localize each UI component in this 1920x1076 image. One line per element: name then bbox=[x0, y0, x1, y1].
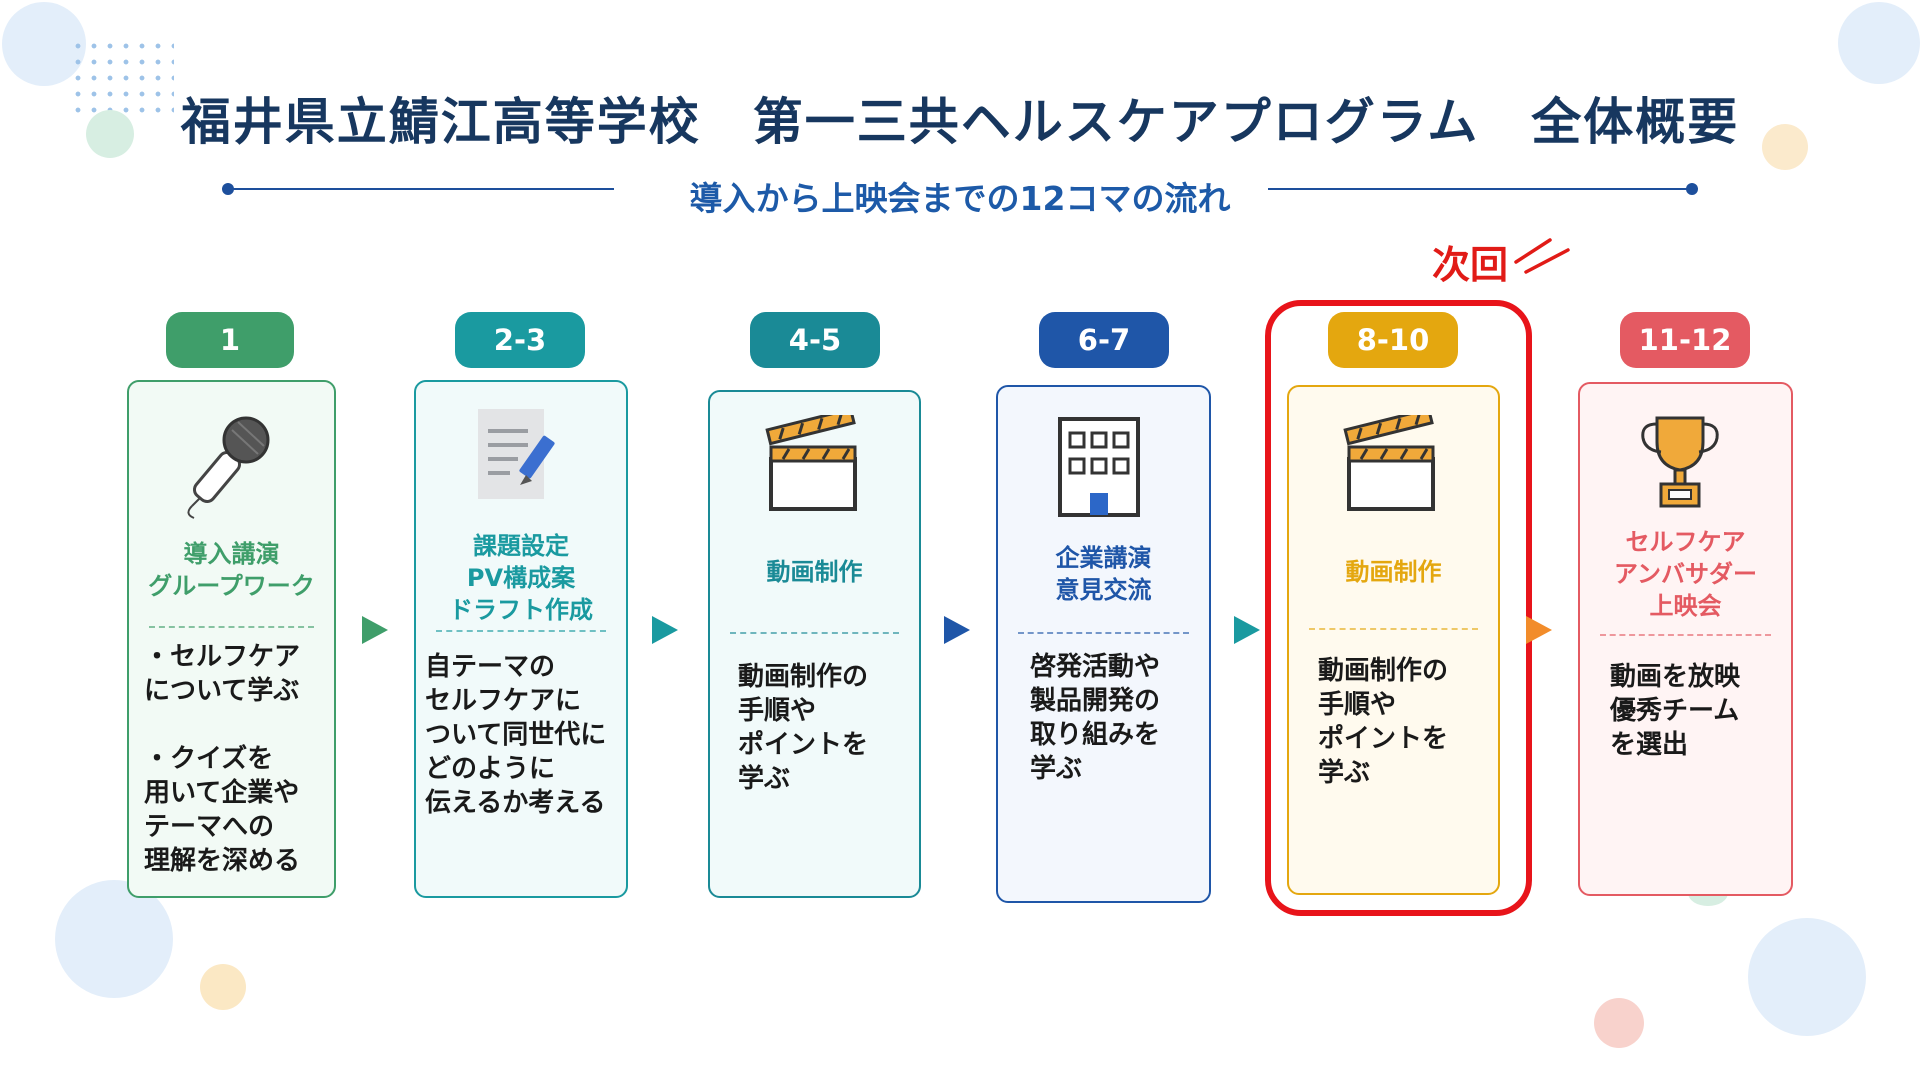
session-badge: 2-3 bbox=[455, 312, 585, 368]
step-description: ・セルフケア について学ぶ ・クイズを 用いて企業や テーマへの 理解を深める bbox=[144, 642, 301, 876]
next-session-label: 次回 bbox=[1431, 243, 1508, 287]
clapperboard-icon bbox=[1343, 407, 1439, 519]
trophy-icon bbox=[1635, 408, 1725, 516]
flow-arrow-icon bbox=[362, 616, 388, 644]
step-description: 自テーマの セルフケアに ついて同世代に どのように 伝えるか考える bbox=[425, 652, 607, 818]
decor-circle bbox=[1838, 2, 1920, 84]
decor-circle bbox=[86, 110, 134, 158]
subtitle-line-dot bbox=[1686, 183, 1698, 195]
decor-circle bbox=[1594, 998, 1644, 1048]
decor-circle bbox=[55, 880, 173, 998]
session-badge: 1 bbox=[166, 312, 294, 368]
clapperboard-icon bbox=[765, 407, 861, 519]
step-description: 動画を放映 優秀チーム を選出 bbox=[1610, 662, 1741, 760]
emphasis-lines-icon bbox=[1514, 238, 1570, 274]
step-divider bbox=[730, 632, 899, 634]
decor-dot-grid bbox=[70, 38, 174, 122]
step-title: 動画制作 bbox=[1345, 558, 1442, 586]
session-badge: 4-5 bbox=[750, 312, 880, 368]
step-title: 導入講演 グループワーク bbox=[148, 540, 315, 600]
next-session-highlight bbox=[1265, 300, 1532, 916]
microphone-icon bbox=[180, 410, 280, 524]
decor-circle bbox=[1762, 124, 1808, 170]
step-description: 動画制作の 手順や ポイントを 学ぶ bbox=[738, 662, 869, 794]
step-divider bbox=[149, 626, 314, 628]
flow-arrow-icon bbox=[1234, 616, 1260, 644]
step-description: 啓発活動や 製品開発の 取り組みを 学ぶ bbox=[1030, 652, 1161, 784]
step-title: 動画制作 bbox=[766, 558, 863, 586]
decor-circle bbox=[1748, 918, 1866, 1036]
subtitle-line-right bbox=[1268, 188, 1692, 190]
step-title: セルフケア アンバサダー 上映会 bbox=[1613, 528, 1758, 620]
step-divider bbox=[1600, 634, 1771, 636]
flow-arrow-icon bbox=[944, 616, 970, 644]
step-description: 動画制作の 手順や ポイントを 学ぶ bbox=[1318, 656, 1449, 788]
decor-circle bbox=[200, 964, 246, 1010]
step-divider bbox=[1018, 632, 1189, 634]
step-divider bbox=[436, 630, 606, 632]
subtitle: 導入から上映会までの12コマの流れ bbox=[689, 179, 1231, 218]
page-title: 福井県立鯖江高等学校 第一三共ヘルスケアプログラム 全体概要 bbox=[180, 93, 1740, 151]
flow-arrow-icon bbox=[1526, 616, 1552, 644]
flow-arrow-icon bbox=[652, 616, 678, 644]
office-building-icon bbox=[1054, 415, 1144, 523]
step-title: 企業講演 意見交流 bbox=[1055, 544, 1152, 604]
session-badge: 8-10 bbox=[1328, 312, 1458, 368]
session-badge: 6-7 bbox=[1039, 312, 1169, 368]
step-divider bbox=[1309, 628, 1478, 630]
step-title: 課題設定 PV構成案 ドラフト作成 bbox=[449, 532, 593, 624]
subtitle-line-left bbox=[228, 188, 614, 190]
session-badge: 11-12 bbox=[1620, 312, 1750, 368]
document-pen-icon bbox=[470, 405, 570, 509]
